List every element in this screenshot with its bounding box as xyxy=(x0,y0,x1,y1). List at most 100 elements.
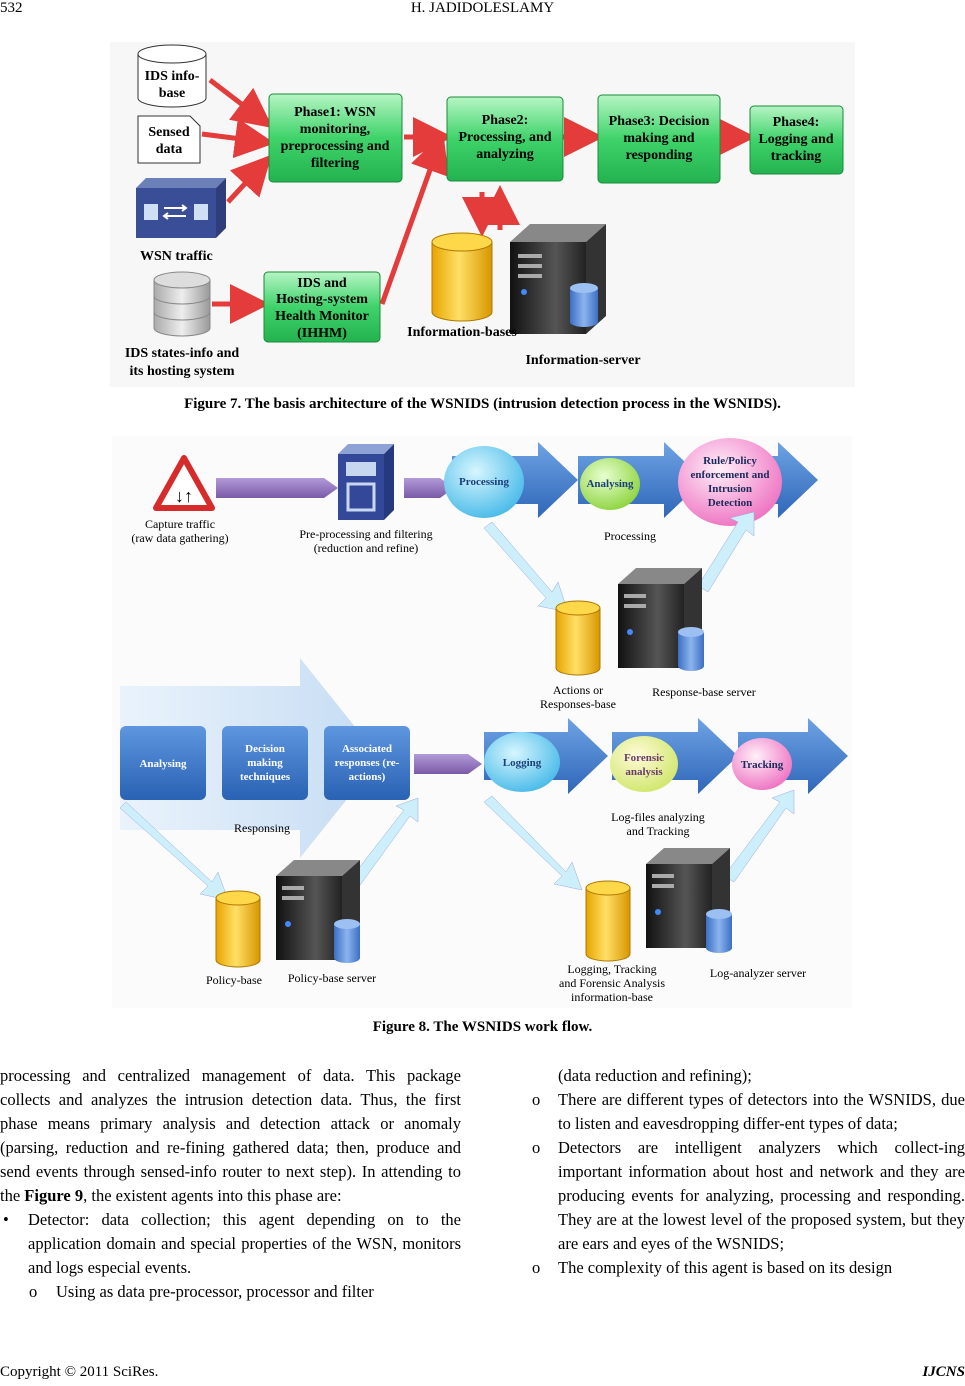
svg-text:data: data xyxy=(156,142,182,157)
logging-base-label-3: information-base xyxy=(571,990,653,1004)
rule-policy-ball xyxy=(678,438,782,526)
sub-bullet-item: o There are different types of detectors… xyxy=(532,1090,965,1133)
continued-line: (data reduction and refining); xyxy=(558,1066,752,1085)
svg-text:Analysing: Analysing xyxy=(586,478,634,490)
flow-arrow-1 xyxy=(216,478,338,498)
svg-text:Rule/Policy: Rule/Policy xyxy=(703,455,757,467)
processing-label: Processing xyxy=(604,529,656,543)
svg-text:monitoring,: monitoring, xyxy=(300,122,370,137)
svg-text:Associated: Associated xyxy=(342,743,392,755)
svg-text:analysis: analysis xyxy=(625,766,663,778)
svg-text:responding: responding xyxy=(626,148,693,163)
svg-text:IDS and: IDS and xyxy=(297,276,347,291)
page-number: 532 xyxy=(0,0,23,16)
preprocessing-filter-icon xyxy=(338,444,394,520)
response-server-label: Response-base server xyxy=(652,685,756,699)
log-analyzer-label: Log-analyzer server xyxy=(710,966,806,980)
copyright: Copyright © 2011 SciRes. xyxy=(0,1364,159,1380)
policy-base-cylinder xyxy=(215,890,261,968)
forensic-ball xyxy=(610,736,678,792)
figure-7-diagram: IDS info- base Sensed data WSN traffic I… xyxy=(110,42,855,387)
information-server-label: Information-server xyxy=(525,353,640,368)
policy-server-icon xyxy=(276,860,360,963)
analysing-ball xyxy=(580,458,640,510)
svg-text:making and: making and xyxy=(623,131,694,146)
svg-text:techniques: techniques xyxy=(240,771,291,783)
wsn-traffic-switch-icon xyxy=(136,178,226,238)
policy-server-label: Policy-base server xyxy=(288,971,376,985)
analysing-box: Analysing xyxy=(120,726,206,800)
svg-text:making: making xyxy=(247,757,283,769)
sub-bullet-item: o Using as data pre-processor, processor… xyxy=(0,1280,461,1304)
warning-triangle-icon: ↓↑ xyxy=(153,455,215,511)
circle-bullet-icon: o xyxy=(532,1258,541,1277)
flow-arrow-2 xyxy=(404,478,454,498)
svg-text:preprocessing and: preprocessing and xyxy=(281,139,390,154)
response-server-icon xyxy=(618,568,704,671)
svg-text:Phase2:: Phase2: xyxy=(482,113,529,128)
svg-text:↓↑: ↓↑ xyxy=(175,486,193,506)
svg-text:Analysing: Analysing xyxy=(139,758,187,770)
ids-states-label: IDS states-info and xyxy=(125,346,240,361)
svg-text:Processing, and: Processing, and xyxy=(458,130,551,145)
right-column: (data reduction and refining); o There a… xyxy=(504,1064,965,1280)
svg-text:Processing: Processing xyxy=(459,476,509,488)
processing-ball xyxy=(444,446,524,518)
capture-traffic-label-2: (raw data gathering) xyxy=(131,531,228,545)
sensed-data-document: Sensed data xyxy=(137,115,201,164)
logging-ball xyxy=(484,732,560,792)
information-server-icon xyxy=(510,224,606,334)
svg-text:(IHHM): (IHHM) xyxy=(297,326,347,341)
circle-bullet-icon: o xyxy=(532,1090,541,1109)
svg-text:tracking: tracking xyxy=(771,149,822,164)
svg-text:IDS info-: IDS info- xyxy=(145,69,200,84)
figure-9-reference: Figure 9 xyxy=(24,1186,84,1205)
svg-text:Decision: Decision xyxy=(245,743,285,755)
bullet-item: • Detector: data collection; this agent … xyxy=(3,1210,461,1277)
actions-base-label-2: Responses-base xyxy=(540,697,616,711)
preprocessing-label-2: (reduction and refine) xyxy=(314,541,419,555)
phase1-box: Phase1: WSN monitoring, preprocessing an… xyxy=(268,93,403,183)
sub-bullet-item: o The complexity of this agent is based … xyxy=(504,1256,965,1280)
phase4-box: Phase4: Logging and tracking xyxy=(749,105,844,175)
ids-info-base-cylinder: IDS info- base xyxy=(137,44,207,108)
svg-text:Forensic: Forensic xyxy=(624,752,664,764)
svg-text:Health Monitor: Health Monitor xyxy=(275,309,369,324)
svg-text:Phase4:: Phase4: xyxy=(773,115,820,130)
running-title: H. JADIDOLESLAMY xyxy=(410,0,555,16)
phase3-box: Phase3: Decision making and responding xyxy=(597,94,721,184)
svg-text:responses (re-: responses (re- xyxy=(335,757,400,769)
logfiles-label: Log-files analyzing xyxy=(611,810,705,824)
associated-responses-box: Associated responses (re- actions) xyxy=(324,726,410,800)
policy-base-label: Policy-base xyxy=(206,973,262,987)
decision-box: Decision making techniques xyxy=(222,726,308,800)
figure-8-caption: Figure 8. The WSNIDS work flow. xyxy=(372,1019,593,1035)
information-bases-cylinder xyxy=(431,232,493,322)
circle-bullet-icon: o xyxy=(532,1138,541,1157)
logging-base-label-2: and Forensic Analysis xyxy=(559,976,665,990)
actions-base-label: Actions or xyxy=(553,683,603,697)
circle-bullet-icon: o xyxy=(29,1282,38,1301)
tracking-ball xyxy=(732,738,792,790)
figure-7-caption: Figure 7. The basis architecture of the … xyxy=(184,396,781,412)
flow-arrow-3 xyxy=(414,754,482,774)
wsn-traffic-label: WSN traffic xyxy=(140,249,213,264)
svg-text:Logging: Logging xyxy=(503,757,542,769)
phase2-box: Phase2: Processing, and analyzing xyxy=(446,96,564,182)
svg-text:Tracking: Tracking xyxy=(741,759,784,771)
svg-text:Sensed: Sensed xyxy=(148,125,189,140)
sub-bullet-item: o Detectors are intelligent analyzers wh… xyxy=(532,1138,965,1253)
svg-text:Intrusion: Intrusion xyxy=(708,483,752,495)
logfiles-label-2: and Tracking xyxy=(627,824,690,838)
svg-text:filtering: filtering xyxy=(311,156,359,171)
left-column: processing and centralized management of… xyxy=(0,1064,461,1304)
svg-text:analyzing: analyzing xyxy=(476,147,534,162)
ids-states-database-icon xyxy=(153,271,211,337)
log-analyzer-server-icon xyxy=(646,848,732,953)
svg-text:actions): actions) xyxy=(349,771,386,783)
ids-states-label-2: its hosting system xyxy=(129,364,234,379)
svg-text:Detection: Detection xyxy=(708,497,753,509)
figure-8-diagram: ↓↑ Processing Analysing Rule/Policy enfo… xyxy=(112,436,852,1008)
logging-base-cylinder xyxy=(585,880,631,962)
bullet-icon: • xyxy=(3,1210,9,1229)
